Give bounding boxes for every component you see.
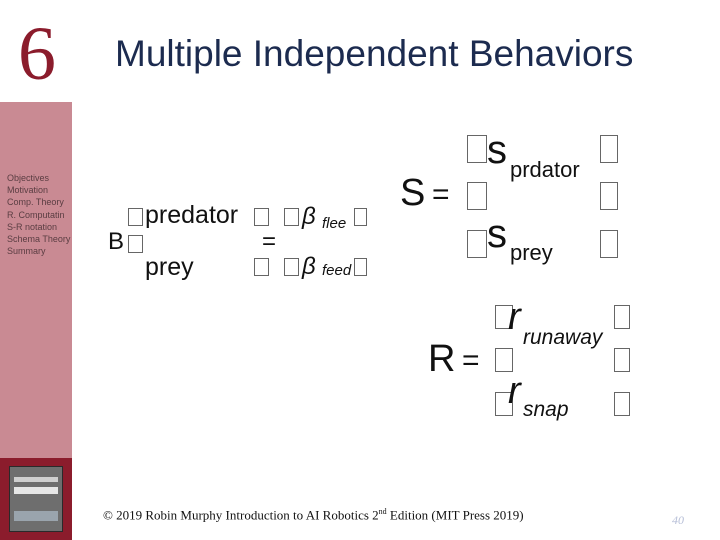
sidebar [0, 102, 72, 458]
page-number: 40 [672, 513, 684, 527]
bracket-placeholder [354, 258, 367, 276]
outline-item-sr-notation[interactable]: S-R notation [7, 221, 58, 232]
stimulus-entry-subscript: prdator [510, 157, 580, 182]
response-entry-subscript: runaway [523, 326, 603, 349]
book-cover-image [9, 466, 63, 532]
beta-feed-subscript: feed [322, 262, 352, 279]
bracket-placeholder [600, 182, 618, 210]
behavior-lhs: B [108, 228, 125, 255]
bracket-placeholder [254, 208, 269, 226]
bracket-placeholder [614, 348, 630, 372]
footer-citation-text-end: Edition (MIT Press 2019) [386, 507, 524, 523]
outline-item-motivation[interactable]: Motivation [7, 185, 49, 196]
bracket-placeholder [614, 305, 630, 329]
outline-item-objectives[interactable]: Objectives [7, 173, 50, 183]
bracket-placeholder [600, 230, 618, 258]
bracket-placeholder [128, 208, 143, 226]
bracket-placeholder [495, 348, 513, 372]
outline-nav: Objectives Motivation Comp. Theory R. Co… [7, 172, 70, 257]
response-entry-symbol: r [508, 296, 521, 338]
outline-item-comp-theory[interactable]: Comp. Theory [7, 197, 64, 208]
bracket-placeholder [614, 392, 630, 416]
beta-feed-symbol: β [302, 253, 316, 280]
beta-flee-symbol: β [302, 203, 316, 230]
chapter-number: 6 [18, 12, 56, 96]
bracket-placeholder [600, 135, 618, 163]
stimulus-entry-symbol: s [487, 128, 507, 172]
behavior-equals: = [262, 228, 277, 255]
outline-item-r-computatin[interactable]: R. Computatin [7, 209, 65, 220]
vector-entry-prey: prey [145, 253, 194, 281]
footer-citation: © 2019 Robin Murphy Introduction to AI R… [103, 507, 524, 523]
stimulus-entry-subscript: prey [510, 240, 553, 265]
bracket-placeholder [284, 208, 299, 226]
bracket-placeholder [467, 182, 487, 210]
beta-flee-subscript: flee [322, 215, 347, 232]
book-cover-band [14, 477, 58, 482]
footer-citation-text: © 2019 Robin Murphy Introduction to AI R… [103, 507, 379, 523]
slide-title: Multiple Independent Behaviors [115, 33, 634, 74]
vector-entry-predator: predator [145, 201, 239, 229]
bracket-placeholder [495, 392, 513, 416]
stimulus-equals: = [432, 178, 450, 211]
stimulus-entry-symbol: s [487, 212, 507, 256]
response-entry-subscript: snap [523, 398, 569, 421]
response-equals: = [462, 344, 480, 377]
bracket-placeholder [284, 258, 299, 276]
bracket-placeholder [128, 235, 143, 253]
bracket-placeholder [495, 305, 513, 329]
bracket-placeholder [467, 230, 487, 258]
bracket-placeholder [467, 135, 487, 163]
bracket-placeholder [254, 258, 269, 276]
response-entry-symbol: r [508, 370, 521, 412]
response-lhs: R [428, 338, 456, 380]
book-cover-title-band [14, 487, 58, 494]
stimulus-lhs: S [400, 172, 426, 214]
outline-item-summary[interactable]: Summary [7, 246, 46, 257]
book-cover-band [14, 511, 58, 521]
outline-item-schema-theory[interactable]: Schema Theory [7, 234, 71, 245]
bracket-placeholder [354, 208, 367, 226]
footer-citation-sup: nd [378, 507, 387, 516]
